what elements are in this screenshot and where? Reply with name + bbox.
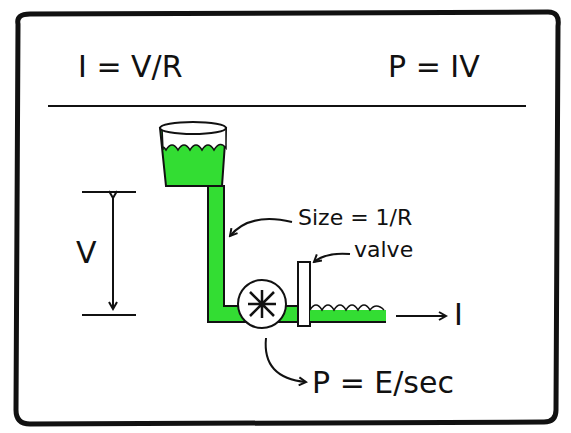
valve-gate	[298, 262, 310, 326]
leader	[314, 254, 350, 262]
turbine-blades	[248, 290, 276, 318]
ohms-law: I = V/R	[78, 50, 183, 83]
divider	[48, 105, 526, 107]
outflow-bottom	[310, 321, 386, 323]
current-arrow	[396, 315, 446, 317]
size-label: Size = 1/R	[298, 206, 412, 230]
voltage-label: V	[76, 236, 97, 269]
leader	[230, 219, 292, 236]
dim-tick	[82, 314, 136, 316]
frame	[16, 12, 558, 424]
tank	[160, 128, 226, 186]
leader	[266, 338, 306, 382]
tank-rim	[160, 122, 226, 134]
dim-line	[112, 198, 114, 309]
current-label: I	[454, 298, 463, 331]
valve-label: valve	[354, 238, 413, 262]
power-formula: P = IV	[388, 50, 480, 83]
turbine-wheel	[238, 280, 286, 328]
outflow	[310, 310, 386, 322]
power-energy-label: P = E/sec	[312, 366, 454, 399]
dim-tick	[82, 191, 136, 193]
flow-wave	[310, 305, 384, 310]
